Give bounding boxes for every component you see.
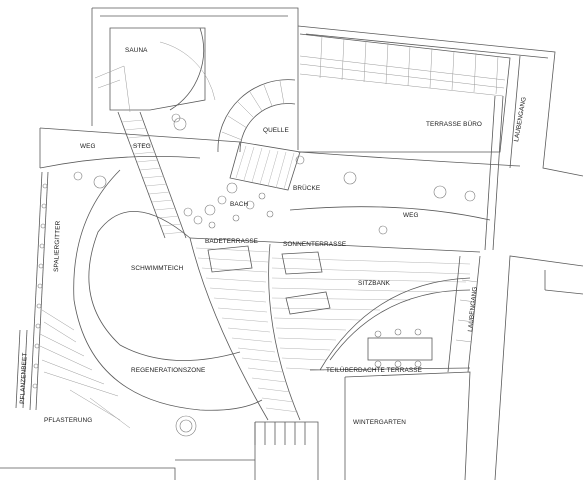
pond — [39, 169, 263, 437]
label-spaliergitter: SPALIERGITTER — [53, 220, 62, 272]
label-pflasterung: PFLASTERUNG — [44, 417, 92, 424]
label-sauna: SAUNA — [125, 47, 148, 54]
terrace-decks — [189, 237, 481, 445]
label-sitzbank: SITZBANK — [358, 280, 391, 287]
label-wintergarten: WINTERGARTEN — [353, 419, 406, 426]
label-bach: BACH — [230, 201, 248, 208]
label-weg-right: WEG — [403, 212, 419, 219]
path-band — [39, 127, 521, 221]
building-outlines — [0, 7, 584, 480]
label-steg: STEG — [133, 143, 151, 150]
office-terrace-deck — [298, 33, 511, 251]
label-schwimmteich: SCHWIMMTEICH — [131, 265, 184, 272]
left-trellis — [15, 171, 49, 411]
bach-stream — [73, 155, 476, 235]
label-laubengang-bottom: LAUBENGANG — [467, 286, 479, 332]
label-laubengang-top: LAUBENGANG — [513, 96, 528, 142]
label-sonnenterrasse: SONNENTERRASSE — [283, 241, 346, 248]
labels: SAUNA TERRASSE BÜRO LAUBENGANG QUELLE WE… — [19, 47, 528, 426]
bruecke-bridge — [229, 141, 301, 191]
laubengang-lower — [447, 255, 481, 373]
label-badeterrasse: BADETERRASSE — [205, 238, 258, 245]
steg-bridge — [117, 111, 187, 239]
label-pflanzenbeet: PFLANZENBEET — [19, 353, 29, 405]
label-terrasse-buero: TERRASSE BÜRO — [426, 120, 482, 128]
label-quelle: QUELLE — [263, 127, 289, 134]
sauna-area — [94, 27, 216, 131]
label-bruecke: BRÜCKE — [293, 184, 320, 192]
label-weg-left: WEG — [80, 143, 96, 150]
label-teilueberdachte-terrasse: TEILÜBERDACHTE TERRASSE — [326, 366, 422, 374]
label-regenerationszone: REGENERATIONSZONE — [131, 367, 205, 374]
